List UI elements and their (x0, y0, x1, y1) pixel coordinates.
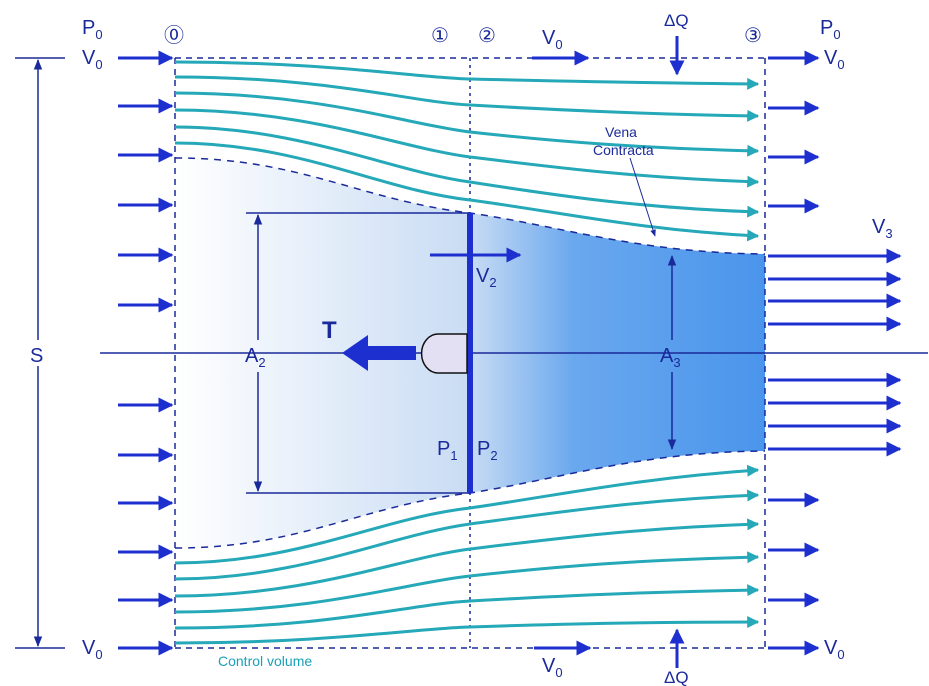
p2-label: P2 (477, 438, 498, 463)
station-3-label: ③ (744, 25, 762, 47)
v0-bottom-left-label: V0 (82, 637, 103, 662)
station-1-label: ① (431, 25, 449, 47)
a2-label: A2 (245, 345, 266, 370)
vena-contracta-leader (629, 157, 656, 237)
v2-label: V2 (476, 265, 497, 290)
a3-label: A3 (660, 345, 681, 370)
streamlines-top (174, 60, 760, 242)
v0-right-label: V0 (824, 47, 845, 72)
station-0-label: ⓪ (164, 24, 184, 47)
v0-bottom-right-label: V0 (824, 637, 845, 662)
v0-bottom-label: V0 (542, 655, 563, 680)
vena-contracta-label-2: Contracta (593, 142, 654, 158)
v0-top-label: V0 (542, 27, 563, 52)
vena-contracta-label: Vena (605, 124, 637, 140)
inflow-arrows (118, 50, 174, 656)
hub (420, 333, 468, 374)
delta-q-bottom-label: ΔQ (664, 668, 689, 686)
s-label: S (30, 345, 43, 367)
thrust-label: T (322, 317, 337, 344)
s-dimension (15, 57, 65, 649)
v0-left-label: V0 (82, 47, 103, 72)
jet-outflow-arrows (768, 248, 902, 457)
v3-label: V3 (872, 216, 893, 241)
a2-dimension (246, 212, 468, 494)
streamlines-bottom (174, 464, 760, 645)
p0-right-label: P0 (820, 17, 841, 42)
control-volume-label: Control volume (218, 653, 312, 669)
station-2-label: ② (478, 25, 496, 47)
p0-left-label: P0 (82, 17, 103, 42)
p1-label: P1 (437, 438, 458, 463)
delta-q-top-label: ΔQ (664, 11, 689, 30)
thrust-arrow (342, 335, 416, 371)
outflow-arrows-outer (768, 50, 820, 656)
